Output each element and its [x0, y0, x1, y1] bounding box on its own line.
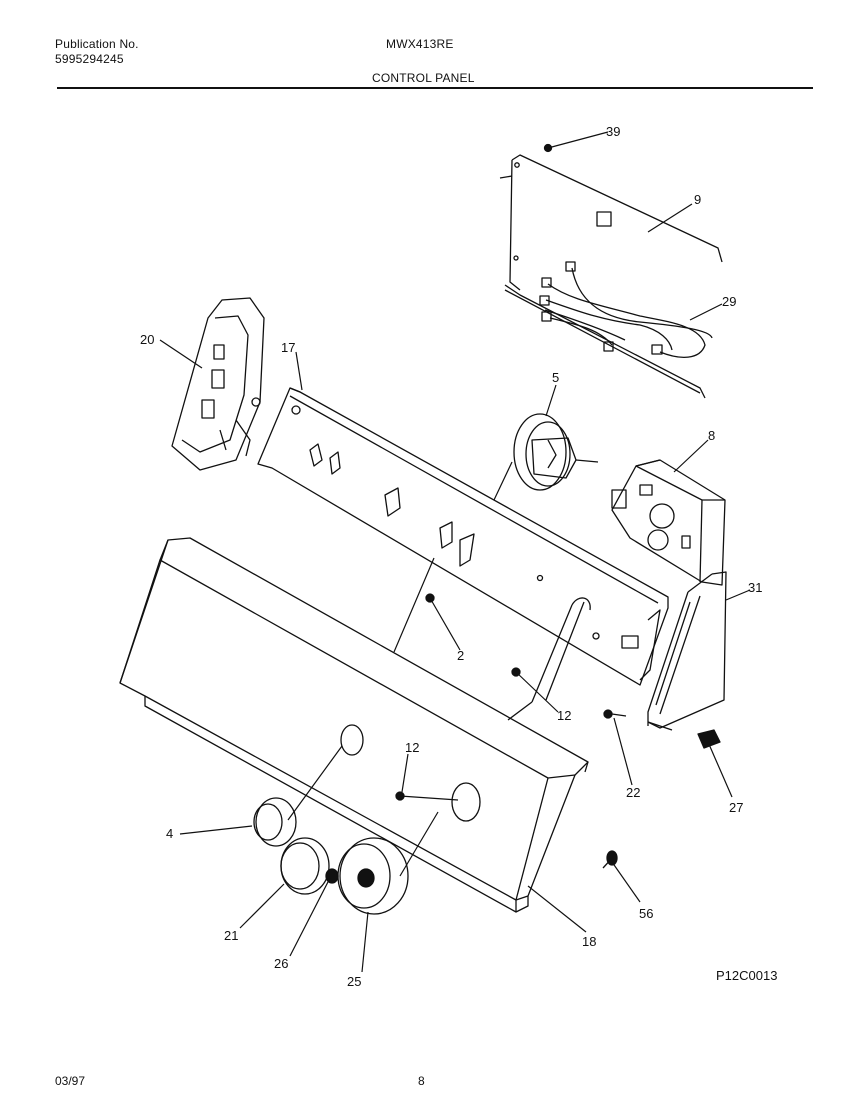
callout-labels: 39 9 29 20 17 5 8 31 2 12 22 27 12 4 21 …	[140, 124, 762, 989]
knob-cap	[280, 837, 330, 895]
callout-5: 5	[552, 370, 559, 385]
callout-22: 22	[626, 785, 640, 800]
clip-27	[697, 729, 721, 749]
washer	[325, 868, 339, 884]
callout-12-upper: 12	[557, 708, 571, 723]
right-end-cap	[647, 571, 727, 731]
figure-code: P12C0013	[716, 968, 778, 983]
dial-skirt	[337, 837, 409, 915]
publication-label: Publication No.	[55, 37, 139, 51]
callout-2: 2	[457, 648, 464, 663]
callout-12-lower: 12	[405, 740, 419, 755]
callout-39: 39	[606, 124, 620, 139]
wire-harness	[539, 261, 713, 358]
callout-4: 4	[166, 826, 173, 841]
section-title: CONTROL PANEL	[372, 71, 475, 85]
callout-56: 56	[639, 906, 653, 921]
screw-56	[602, 850, 618, 869]
mounting-brackets	[507, 597, 591, 721]
callout-8: 8	[708, 428, 715, 443]
callout-17: 17	[281, 340, 295, 355]
timer-module	[611, 459, 726, 586]
footer-page-number: 8	[418, 1074, 425, 1088]
callout-18: 18	[582, 934, 596, 949]
timer-dial	[513, 413, 599, 491]
callout-9: 9	[694, 192, 701, 207]
model-number: MWX413RE	[386, 37, 454, 51]
callout-29: 29	[722, 294, 736, 309]
screw-22	[603, 709, 627, 719]
leader-lines	[159, 131, 751, 973]
header-rule	[57, 87, 813, 89]
footer-date: 03/97	[55, 1074, 86, 1088]
callout-31: 31	[748, 580, 762, 595]
callout-27: 27	[729, 800, 743, 815]
left-end-cap	[171, 297, 265, 471]
callout-20: 20	[140, 332, 154, 347]
callout-21: 21	[224, 928, 238, 943]
publication-number: 5995294245	[55, 52, 124, 66]
callout-25: 25	[347, 974, 361, 989]
console-front-panel	[119, 537, 589, 913]
console-panel	[257, 387, 669, 686]
control-knob	[253, 797, 297, 847]
callout-26: 26	[274, 956, 288, 971]
rear-cover-panel	[499, 154, 723, 399]
